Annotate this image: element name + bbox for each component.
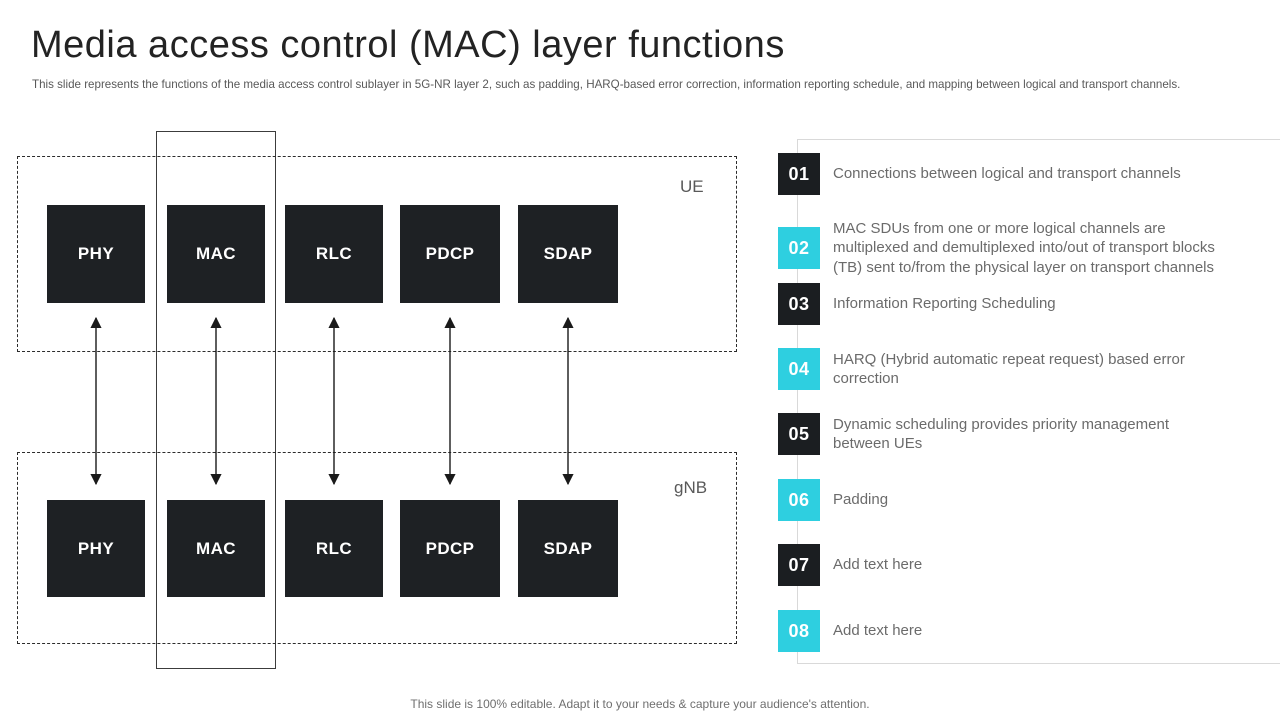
function-item-text: HARQ (Hybrid automatic repeat request) b… bbox=[833, 350, 1185, 387]
function-item-text: Connections between logical and transpor… bbox=[833, 165, 1181, 183]
function-item-text: Dynamic scheduling provides priority man… bbox=[833, 415, 1169, 452]
protocol-stack-diagram: UE gNB PHY MAC RLC PDCP SDAP PHY MAC RLC… bbox=[17, 131, 737, 669]
slide-footer-note: This slide is 100% editable. Adapt it to… bbox=[410, 697, 870, 711]
ue-layer-mac: MAC bbox=[167, 205, 265, 303]
function-item-03: 03 Information Reporting Scheduling bbox=[778, 283, 1250, 325]
function-item-01: 01 Connections between logical and trans… bbox=[778, 153, 1250, 195]
ue-layer-pdcp: PDCP bbox=[400, 205, 500, 303]
function-item-06: 06 Padding bbox=[778, 479, 1250, 521]
function-item-07: 07 Add text here bbox=[778, 544, 1250, 586]
gnb-layer-pdcp: PDCP bbox=[400, 500, 500, 597]
item-number-badge: 02 bbox=[778, 227, 820, 270]
ue-group-box bbox=[17, 156, 737, 352]
gnb-group-box bbox=[17, 452, 737, 644]
gnb-layer-phy: PHY bbox=[47, 500, 145, 597]
gnb-layer-mac: MAC bbox=[167, 500, 265, 597]
function-item-02: 02 MAC SDUs from one or more logical cha… bbox=[778, 219, 1250, 277]
function-item-text: Add text here bbox=[833, 556, 923, 574]
ue-layer-rlc: RLC bbox=[285, 205, 383, 303]
panel-top-line bbox=[797, 139, 1280, 140]
slide-subtitle: This slide represents the functions of t… bbox=[32, 78, 1181, 91]
gnb-layer-sdap: SDAP bbox=[518, 500, 618, 597]
gnb-layer-rlc: RLC bbox=[285, 500, 383, 597]
function-item-08: 08 Add text here bbox=[778, 610, 1250, 652]
page-title: Media access control (MAC) layer functio… bbox=[31, 24, 785, 66]
panel-vertical-line bbox=[797, 139, 798, 664]
function-item-text: Add text here bbox=[833, 622, 923, 640]
ue-label: UE bbox=[680, 177, 704, 196]
item-number-badge: 07 bbox=[778, 544, 820, 586]
item-number-badge: 03 bbox=[778, 283, 820, 325]
ue-layer-phy: PHY bbox=[47, 205, 145, 303]
function-item-04: 04 HARQ (Hybrid automatic repeat request… bbox=[778, 348, 1250, 390]
function-item-text: Information Reporting Scheduling bbox=[833, 295, 1056, 313]
item-number-badge: 05 bbox=[778, 413, 820, 455]
panel-bottom-line bbox=[797, 663, 1280, 664]
function-item-05: 05 Dynamic scheduling provides priority … bbox=[778, 413, 1250, 455]
item-number-badge: 06 bbox=[778, 479, 820, 521]
item-number-badge: 08 bbox=[778, 610, 820, 652]
gnb-label: gNB bbox=[674, 478, 708, 497]
item-number-badge: 04 bbox=[778, 348, 820, 390]
item-number-badge: 01 bbox=[778, 153, 820, 195]
function-item-text: MAC SDUs from one or more logical channe… bbox=[833, 220, 1215, 276]
ue-layer-sdap: SDAP bbox=[518, 205, 618, 303]
function-item-text: Padding bbox=[833, 491, 889, 509]
